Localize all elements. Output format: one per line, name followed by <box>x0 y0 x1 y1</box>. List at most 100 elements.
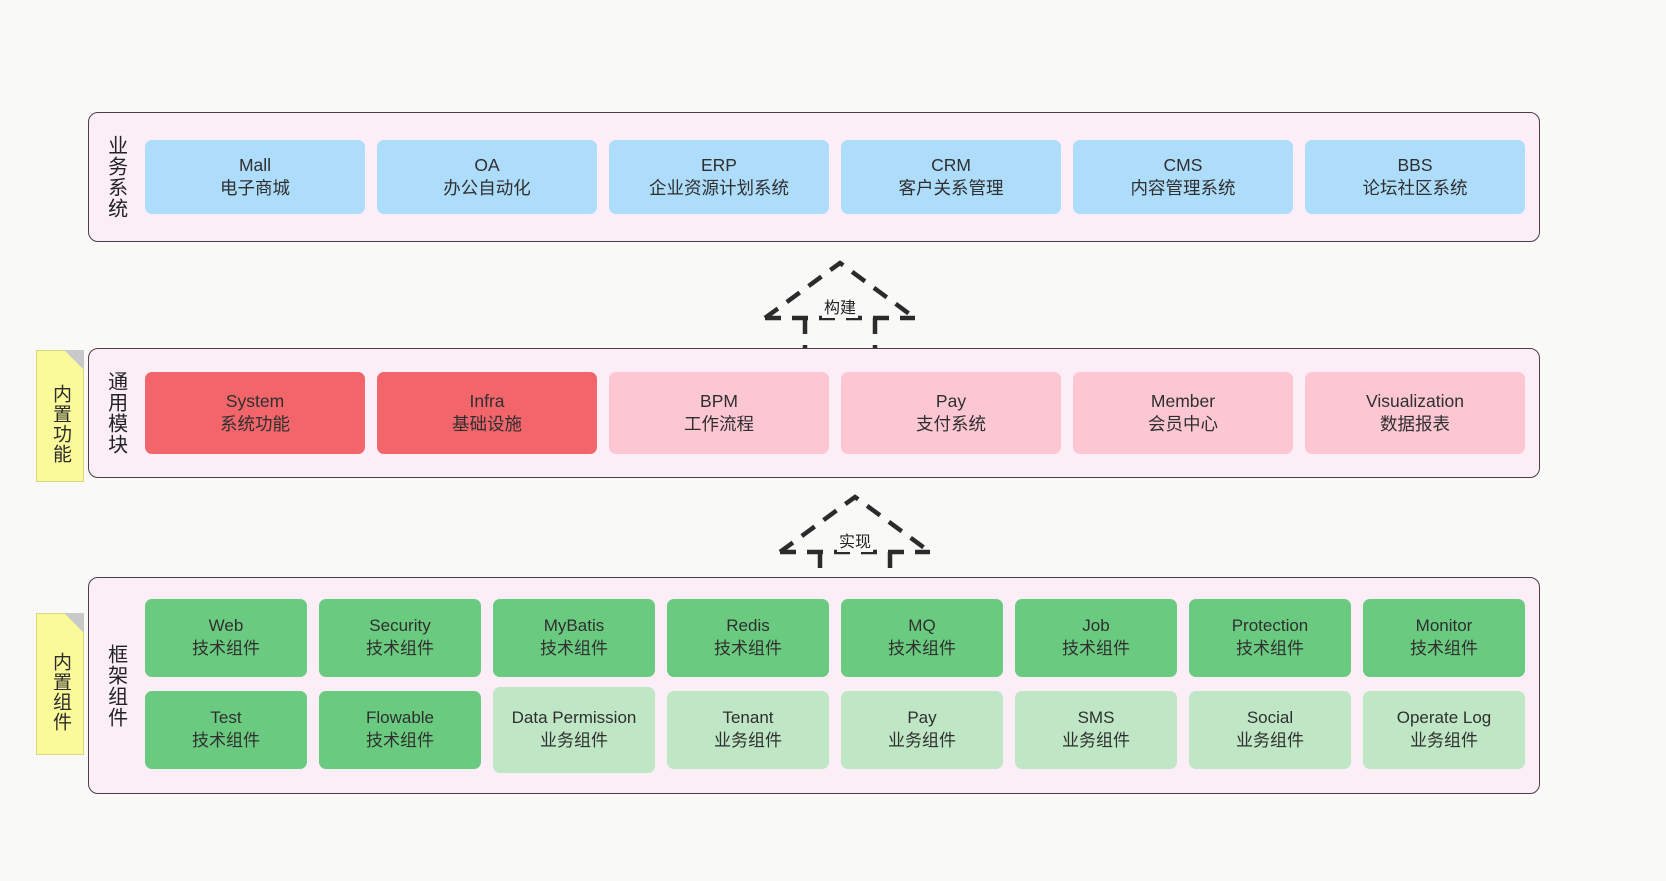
layer-business-system: 业务系统 Mall 电子商城 OA 办公自动化 ERP 企业资源计划系统 CRM… <box>88 112 1540 242</box>
card-erp-en: ERP <box>701 154 737 175</box>
card-bbs[interactable]: BBS 论坛社区系统 <box>1305 140 1525 214</box>
card-pay-component-en: Pay <box>907 708 937 728</box>
card-pay-module-en: Pay <box>935 390 967 411</box>
card-erp[interactable]: ERP 企业资源计划系统 <box>609 140 829 214</box>
common-module-card-list: System 系统功能 Infra 基础设施 BPM 工作流程 Pay 支付系统… <box>141 349 1539 477</box>
card-oa[interactable]: OA 办公自动化 <box>377 140 597 214</box>
card-flowable-en: Flowable <box>365 708 435 728</box>
note-builtin-function: 内置功能 <box>36 350 84 482</box>
note-builtin-component: 内置组件 <box>36 613 84 755</box>
card-test-cn: 技术组件 <box>192 730 260 750</box>
card-security-cn: 技术组件 <box>366 638 434 658</box>
card-redis-en: Redis <box>726 616 770 636</box>
card-cms-en: CMS <box>1163 154 1203 175</box>
card-social-cn: 业务组件 <box>1236 730 1304 750</box>
card-mall-cn: 电子商城 <box>220 178 290 198</box>
layer-title-business-system: 业务系统 <box>104 135 127 219</box>
card-visualization-en: Visualization <box>1366 390 1464 411</box>
card-redis-cn: 技术组件 <box>714 638 782 658</box>
card-flowable[interactable]: Flowable 技术组件 <box>319 690 481 769</box>
arrow-implement-label: 实现 <box>836 528 874 552</box>
card-system[interactable]: System 系统功能 <box>145 372 365 454</box>
card-sms-en: SMS <box>1077 708 1115 728</box>
card-bbs-cn: 论坛社区系统 <box>1362 178 1468 198</box>
arrow-build-label: 构建 <box>821 294 859 318</box>
card-tenant-cn: 业务组件 <box>714 730 782 750</box>
card-member-cn: 会员中心 <box>1148 414 1218 434</box>
card-sms[interactable]: SMS 业务组件 <box>1015 690 1177 769</box>
card-security[interactable]: Security 技术组件 <box>319 598 481 677</box>
card-mq[interactable]: MQ 技术组件 <box>841 598 1003 677</box>
card-tenant[interactable]: Tenant 业务组件 <box>667 690 829 769</box>
card-protection-cn: 技术组件 <box>1236 638 1304 658</box>
card-social-en: Social <box>1246 708 1294 728</box>
card-test[interactable]: Test 技术组件 <box>145 690 307 769</box>
card-infra[interactable]: Infra 基础设施 <box>377 372 597 454</box>
card-crm[interactable]: CRM 客户关系管理 <box>841 140 1061 214</box>
card-protection[interactable]: Protection 技术组件 <box>1189 598 1351 677</box>
card-mybatis-cn: 技术组件 <box>540 638 608 658</box>
card-operate-log-en: Operate Log <box>1396 708 1492 728</box>
card-monitor-cn: 技术组件 <box>1410 638 1478 658</box>
card-job[interactable]: Job 技术组件 <box>1015 598 1177 677</box>
card-security-en: Security <box>369 616 431 636</box>
card-crm-en: CRM <box>931 154 971 175</box>
card-social[interactable]: Social 业务组件 <box>1189 690 1351 769</box>
card-web-cn: 技术组件 <box>192 638 260 658</box>
card-visualization-cn: 数据报表 <box>1380 414 1450 434</box>
card-infra-cn: 基础设施 <box>452 414 522 434</box>
business-system-card-list: Mall 电子商城 OA 办公自动化 ERP 企业资源计划系统 CRM 客户关系… <box>141 113 1539 241</box>
card-web[interactable]: Web 技术组件 <box>145 598 307 677</box>
card-mybatis[interactable]: MyBatis 技术组件 <box>493 598 655 677</box>
card-flowable-cn: 技术组件 <box>366 730 434 750</box>
card-mybatis-en: MyBatis <box>543 616 605 636</box>
card-system-en: System <box>225 390 285 411</box>
card-operate-log-cn: 业务组件 <box>1410 730 1478 750</box>
card-data-permission[interactable]: Data Permission 业务组件 <box>493 686 655 773</box>
card-pay-module[interactable]: Pay 支付系统 <box>841 372 1061 454</box>
card-monitor-en: Monitor <box>1415 616 1473 636</box>
card-web-en: Web <box>208 616 244 636</box>
layer-common-module: 通用模块 System 系统功能 Infra 基础设施 BPM 工作流程 Pay… <box>88 348 1540 478</box>
card-sms-cn: 业务组件 <box>1062 730 1130 750</box>
card-oa-cn: 办公自动化 <box>443 178 531 198</box>
card-pay-component-cn: 业务组件 <box>888 730 956 750</box>
framework-row-business: Test 技术组件 Flowable 技术组件 Data Permission … <box>145 686 1525 773</box>
card-oa-en: OA <box>474 154 500 175</box>
card-operate-log[interactable]: Operate Log 业务组件 <box>1363 690 1525 769</box>
framework-row-technical: Web 技术组件 Security 技术组件 MyBatis 技术组件 Redi… <box>145 598 1525 677</box>
card-crm-cn: 客户关系管理 <box>898 178 1004 198</box>
card-member[interactable]: Member 会员中心 <box>1073 372 1293 454</box>
card-test-en: Test <box>210 708 242 728</box>
card-monitor[interactable]: Monitor 技术组件 <box>1363 598 1525 677</box>
card-pay-module-cn: 支付系统 <box>916 414 986 434</box>
layer-title-framework-component: 框架组件 <box>104 643 127 728</box>
card-bpm[interactable]: BPM 工作流程 <box>609 372 829 454</box>
card-member-en: Member <box>1150 390 1216 411</box>
card-bpm-en: BPM <box>700 390 738 411</box>
layer-framework-component: 框架组件 Web 技术组件 Security 技术组件 MyBatis 技术组件… <box>88 577 1540 794</box>
card-redis[interactable]: Redis 技术组件 <box>667 598 829 677</box>
card-mall[interactable]: Mall 电子商城 <box>145 140 365 214</box>
card-mq-cn: 技术组件 <box>888 638 956 658</box>
card-job-cn: 技术组件 <box>1062 638 1130 658</box>
card-data-permission-cn: 业务组件 <box>540 730 608 750</box>
card-pay-component[interactable]: Pay 业务组件 <box>841 690 1003 769</box>
card-visualization[interactable]: Visualization 数据报表 <box>1305 372 1525 454</box>
card-bpm-cn: 工作流程 <box>684 414 754 434</box>
card-protection-en: Protection <box>1231 616 1309 636</box>
card-erp-cn: 企业资源计划系统 <box>649 178 789 198</box>
arrow-build: 构建 <box>755 258 925 359</box>
card-mall-en: Mall <box>238 154 272 175</box>
card-data-permission-en: Data Permission <box>511 708 637 728</box>
card-tenant-en: Tenant <box>722 708 774 728</box>
card-infra-en: Infra <box>469 390 505 411</box>
card-mq-en: MQ <box>908 616 936 636</box>
framework-component-card-list: Web 技术组件 Security 技术组件 MyBatis 技术组件 Redi… <box>141 578 1539 793</box>
card-cms-cn: 内容管理系统 <box>1130 178 1236 198</box>
card-system-cn: 系统功能 <box>220 414 290 434</box>
layer-title-common-module: 通用模块 <box>104 371 127 455</box>
card-cms[interactable]: CMS 内容管理系统 <box>1073 140 1293 214</box>
card-job-en: Job <box>1082 616 1110 636</box>
card-bbs-en: BBS <box>1397 154 1433 175</box>
